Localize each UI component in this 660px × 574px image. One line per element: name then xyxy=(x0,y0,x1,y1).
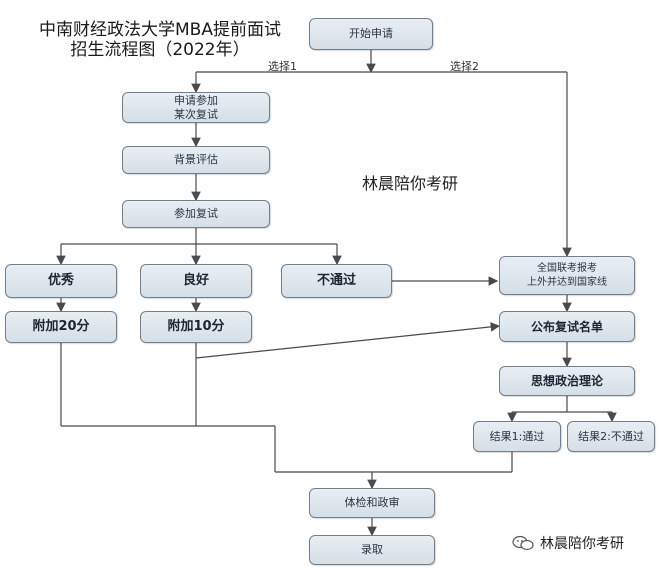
choice-1-label: 选择1 xyxy=(268,60,297,73)
fail-node: 不通过 xyxy=(281,264,392,298)
bonus-10-node: 附加10分 xyxy=(140,311,252,343)
apply-retest-node: 申请参加 某次复试 xyxy=(122,92,270,123)
excellent-node: 优秀 xyxy=(5,264,117,298)
result-fail-node: 结果2:不通过 xyxy=(567,421,655,452)
watermark-bottom: 林晨陪你考研 xyxy=(512,533,624,553)
background-assessment-node: 背景评估 xyxy=(122,146,270,174)
political-theory-node: 思想政治理论 xyxy=(499,366,635,396)
bonus-20-node: 附加20分 xyxy=(5,311,117,343)
diagram-title: 中南财经政法大学MBA提前面试 招生流程图（2022年） xyxy=(39,20,281,60)
choice-2-label: 选择2 xyxy=(450,60,479,73)
wechat-icon xyxy=(512,535,534,551)
attend-retest-node: 参加复试 xyxy=(122,200,270,228)
good-node: 良好 xyxy=(140,264,252,298)
national-exam-node: 全国联考报考 上外并达到国家线 xyxy=(499,256,635,295)
admission-node: 录取 xyxy=(309,535,435,565)
start-application-node: 开始申请 xyxy=(309,18,433,50)
medical-exam-node: 体检和政审 xyxy=(309,488,435,518)
result-pass-node: 结果1:通过 xyxy=(473,421,561,452)
publish-retest-list-node: 公布复试名单 xyxy=(499,311,635,342)
watermark-bottom-text: 林晨陪你考研 xyxy=(540,536,624,552)
watermark-center: 林晨陪你考研 xyxy=(362,174,459,193)
